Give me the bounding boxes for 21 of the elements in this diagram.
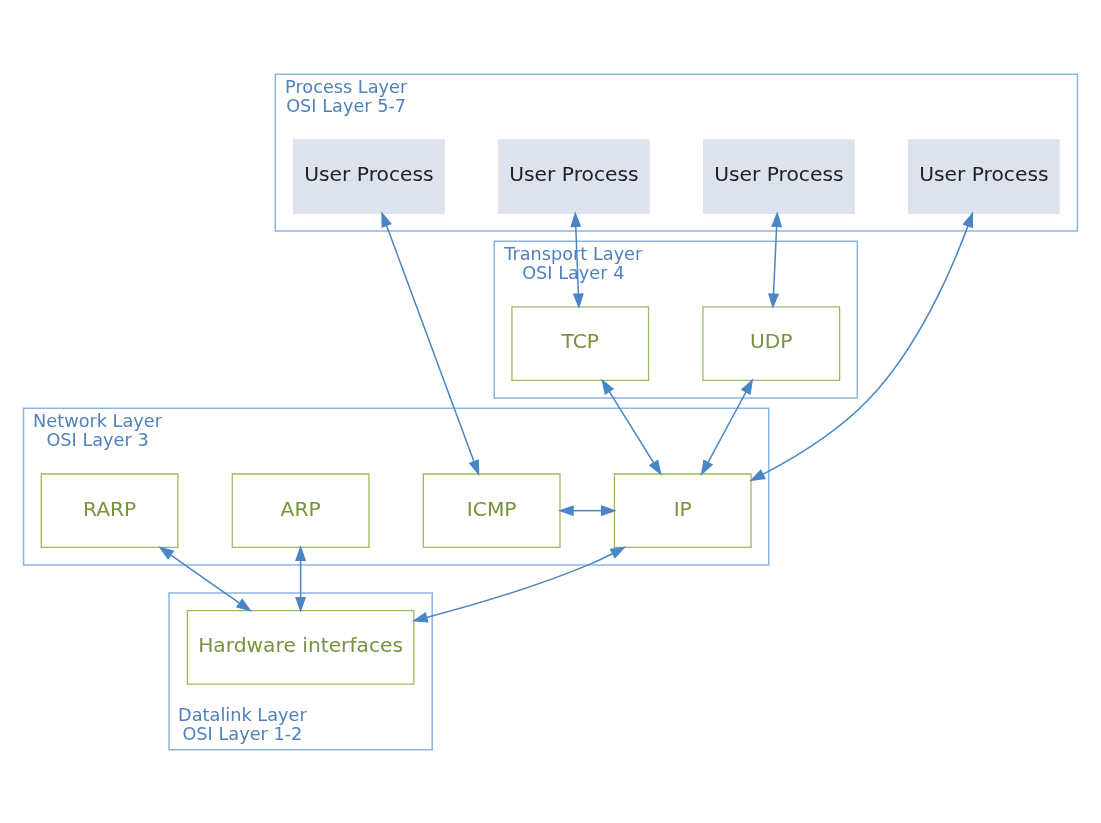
node-box: IP	[613, 472, 752, 548]
arrow	[768, 210, 783, 309]
node-box: TCP	[511, 305, 650, 381]
arrow	[700, 378, 754, 476]
arrow	[570, 210, 584, 309]
node-box: ICMP	[422, 472, 561, 548]
node-box: ARP	[231, 472, 370, 548]
node-box: User Process	[498, 138, 650, 214]
arrow	[381, 210, 480, 476]
arrow	[601, 378, 662, 476]
arrow	[295, 544, 307, 613]
node-box: User Process	[293, 138, 445, 214]
node-box: User Process	[702, 138, 855, 214]
node-box: UDP	[702, 305, 841, 381]
arrow	[158, 545, 252, 612]
arrow	[749, 211, 974, 481]
node-box: User Process	[907, 138, 1060, 214]
arrow	[558, 504, 617, 516]
node-box: Hardware interfaces	[186, 609, 415, 685]
arrow	[411, 546, 627, 623]
node-box: RARP	[40, 472, 179, 548]
